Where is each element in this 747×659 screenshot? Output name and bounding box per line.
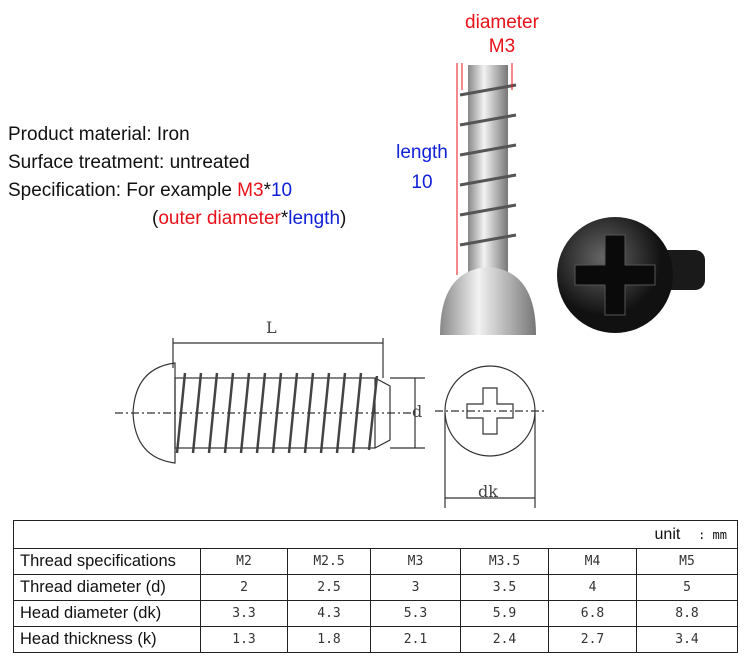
spec-table: unit : mm Thread specifications M2 M2.5 … <box>13 520 738 653</box>
header-row: Thread specifications M2 M2.5 M3 M3.5 M4… <box>13 548 738 575</box>
paren-close: ) <box>340 208 347 229</box>
phillips-recess-icon <box>574 234 656 316</box>
header-cell: M2.5 <box>287 548 371 575</box>
silver-screw-shank <box>468 65 508 280</box>
table-row: Head diameter (dk) 3.3 4.3 5.3 5.9 6.8 8… <box>13 600 738 627</box>
silver-screw-head <box>440 267 536 335</box>
material-text: Product material: Iron <box>8 124 190 145</box>
paren-open: ( <box>152 208 159 229</box>
row-label: Thread diameter (d) <box>13 574 201 601</box>
table-cell: 3.5 <box>460 574 549 601</box>
diameter-label: diameter <box>465 12 539 33</box>
thread-lines <box>175 372 379 454</box>
specification-text: Specification: For example M3*10 <box>8 180 292 202</box>
technical-drawing <box>115 338 545 508</box>
row-label: Head thickness (k) <box>13 626 201 653</box>
table-cell: 5.3 <box>370 600 461 627</box>
table-cell: 6.8 <box>548 600 637 627</box>
spec-star: * <box>263 180 271 201</box>
table-row: Head thickness (k) 1.3 1.8 2.1 2.4 2.7 3… <box>13 626 738 653</box>
table-cell: 3.3 <box>200 600 288 627</box>
table-cell: 1.3 <box>200 626 288 653</box>
spec-prefix: Specification: For example <box>8 180 238 201</box>
header-cell: Thread specifications <box>13 548 201 575</box>
length-value: 10 <box>411 172 433 193</box>
table-cell: 3.4 <box>636 626 738 653</box>
unit-row: unit : mm <box>13 520 738 549</box>
table-cell: 5 <box>636 574 738 601</box>
table-cell: 1.8 <box>287 626 371 653</box>
table-cell: 3 <box>370 574 461 601</box>
phillips-cross-icon <box>466 387 514 435</box>
unit-label: unit <box>654 525 681 543</box>
table-cell: 5.9 <box>460 600 549 627</box>
outer-diameter: outer diameter <box>158 208 281 229</box>
table-cell: 4.3 <box>287 600 371 627</box>
spec-len: 10 <box>270 180 293 201</box>
table-cell: 2.5 <box>287 574 371 601</box>
paren-star: * <box>280 208 289 229</box>
header-cell: M3 <box>370 548 461 575</box>
table-cell: 2.1 <box>370 626 461 653</box>
length-word: length <box>288 208 341 229</box>
row-label: Head diameter (dk) <box>13 600 201 627</box>
unit-value: : mm <box>698 527 727 542</box>
table-row: Thread diameter (d) 2 2.5 3 3.5 4 5 <box>13 574 738 601</box>
header-cell: M5 <box>636 548 738 575</box>
spec-m: M3 <box>237 180 264 201</box>
table-cell: 8.8 <box>636 600 738 627</box>
table-cell: 2.7 <box>548 626 637 653</box>
dk-label: dk <box>478 482 498 501</box>
L-label: L <box>266 318 277 337</box>
screw-photo <box>440 63 705 335</box>
table-cell: 2 <box>200 574 288 601</box>
diameter-value: M3 <box>488 36 516 57</box>
length-label: length <box>396 142 448 163</box>
table-cell: 2.4 <box>460 626 549 653</box>
header-cell: M2 <box>200 548 288 575</box>
table-cell: 4 <box>548 574 637 601</box>
silver-thread <box>459 83 517 247</box>
surface-text: Surface treatment: untreated <box>8 152 250 173</box>
d-label: d <box>412 402 423 421</box>
header-cell: M3.5 <box>460 548 549 575</box>
spec-explanation: (outer diameter*length) <box>152 208 346 230</box>
header-cell: M4 <box>548 548 637 575</box>
